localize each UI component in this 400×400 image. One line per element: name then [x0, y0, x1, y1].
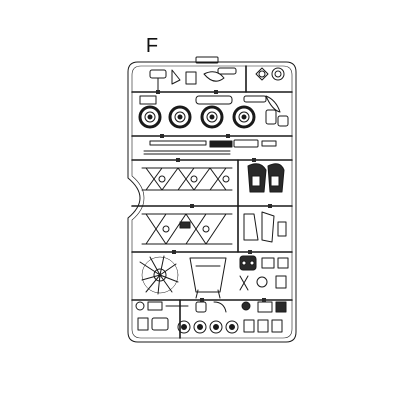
- wheel-group: [138, 105, 289, 129]
- wheel-2: [168, 105, 192, 129]
- gate-nubs: [156, 90, 272, 302]
- radial-fan-part: [139, 255, 179, 295]
- bottom-parts-row-2: [137, 317, 283, 334]
- sprue-top-tab: [195, 56, 219, 64]
- sprue-letter-label: F: [145, 35, 159, 57]
- truss-lower: [141, 213, 233, 245]
- engine-block-part: [239, 255, 289, 291]
- right-brackets: [243, 211, 287, 243]
- wheel-3: [200, 105, 224, 129]
- truss-upper: [141, 167, 233, 191]
- bottom-parts-row-1: [135, 301, 287, 313]
- sprue-frame-inner: [131, 65, 293, 339]
- wheel-4: [232, 105, 256, 129]
- rod-row: [143, 139, 277, 155]
- axle-stand: [189, 257, 227, 299]
- top-row-parts: [139, 67, 285, 113]
- seat-parts: [247, 163, 285, 193]
- wheel-1: [138, 105, 162, 129]
- sprue-frame: [127, 61, 297, 343]
